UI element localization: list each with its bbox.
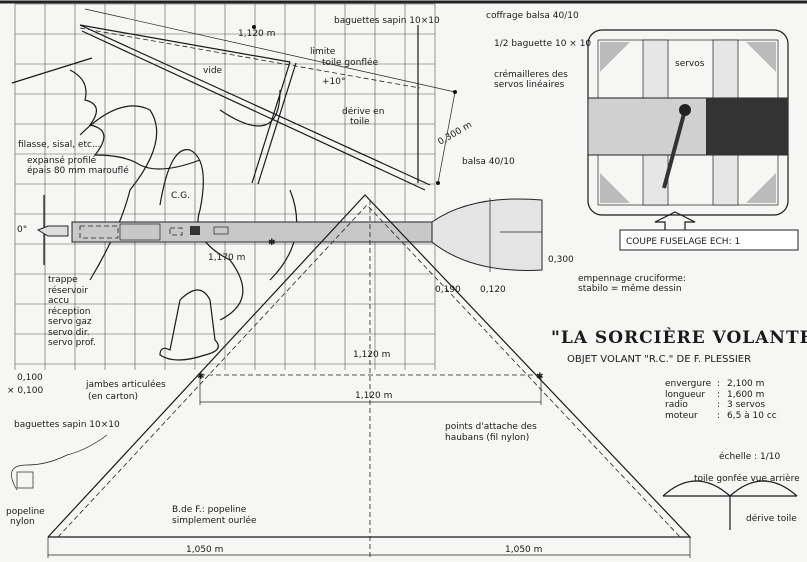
svg-text:✱: ✱ <box>268 238 276 248</box>
derive-label: dérive en <box>342 106 384 117</box>
part-label: accu <box>48 296 69 306</box>
cremailleres-label-2: servos linéaires <box>494 79 565 90</box>
popeline-label-2: nylon <box>10 517 35 527</box>
spec-label: radio <box>665 400 688 410</box>
rear-view-label: toile gonfée vue arrière <box>694 473 800 484</box>
scale-label: échelle : 1/10 <box>719 451 781 462</box>
expanse-label-2: épais 80 mm marouflé <box>27 165 129 176</box>
leading-edge-detail <box>11 434 108 491</box>
dim-wing-height: 1,120 m <box>353 350 390 360</box>
parts-list: trappe réservoir accu réception servo ga… <box>48 275 96 348</box>
expanse-label: expansé profilé <box>27 155 97 166</box>
svg-text:✱: ✱ <box>536 372 544 382</box>
angle-label: +10° <box>322 77 346 87</box>
limite-label: limite <box>310 47 336 57</box>
spec-value: 3 servos <box>727 400 765 410</box>
derive-label-2: toile <box>350 117 370 127</box>
spec-value: 6,5 à 10 cc <box>727 411 777 421</box>
fuselage <box>36 195 543 272</box>
cg-label: C.G. <box>171 191 190 201</box>
plan-title: "LA SORCIÈRE VOLANTE" <box>551 327 807 348</box>
grid-scale-label: 0,100 <box>17 373 43 383</box>
cremailleres-label: crémailleres des <box>494 69 568 80</box>
svg-text::: : <box>717 379 720 389</box>
coffrage-label: coffrage balsa 40/10 <box>486 11 579 21</box>
points-attache-label: points d'attache des <box>445 422 537 432</box>
dim-fin-height: 0,300 m <box>437 120 474 147</box>
bdef-label: B.de F.: popeline <box>172 505 247 515</box>
dim-fuselage: 1,170 m <box>208 253 245 263</box>
wing-baguettes-label: baguettes sapin 10×10 <box>14 420 120 430</box>
jambes-label: jambes articulées <box>85 379 166 390</box>
side-view <box>11 8 457 361</box>
grid-scale-label-2: × 0,100 <box>7 386 43 396</box>
spec-value: 2,100 m <box>727 379 764 389</box>
filasse-label: filasse, sisal, etc... <box>18 140 101 150</box>
dim-tail-height: 0,300 <box>548 255 574 265</box>
servos-label: servos <box>675 59 705 69</box>
demi-baguette-label: 1/2 baguette 10 × 10 <box>494 39 591 49</box>
wing-plan: ✱ ✱ ✱ <box>47 194 692 560</box>
svg-text::: : <box>717 411 720 421</box>
rear-derive-label: dérive toile <box>746 513 797 524</box>
svg-text::: : <box>717 400 720 410</box>
part-label: réception <box>48 306 90 317</box>
empennage-label-2: stabilo = même dessin <box>578 283 682 294</box>
dim-tail-a: 0,190 <box>435 285 461 295</box>
jambes-label-2: (en carton) <box>88 392 138 402</box>
part-label: réservoir <box>48 285 88 296</box>
fuselage-section <box>587 29 799 251</box>
dim-wing-side: 1,120 m <box>238 29 275 39</box>
bdef-label-2: simplement ourlée <box>172 515 257 526</box>
points-attache-label-2: haubans (fil nylon) <box>445 433 529 443</box>
spec-label: longueur <box>665 390 705 400</box>
labels: "LA SORCIÈRE VOLANTE" OBJET VOLANT "R.C.… <box>6 11 807 555</box>
spec-label: envergure <box>665 379 712 389</box>
dim-tail-b: 0,120 <box>480 285 506 295</box>
popeline-label: popeline <box>6 507 45 517</box>
dim-base-left: 1,050 m <box>186 545 223 555</box>
grid <box>14 3 436 370</box>
spec-label: moteur <box>665 411 698 421</box>
spec-value: 1,600 m <box>727 390 764 400</box>
part-label: trappe <box>48 275 78 285</box>
spar-section-detail <box>16 471 34 489</box>
spec-list: envergure:2,100 m longueur:1,600 m radio… <box>665 379 777 421</box>
section-caption: COUPE FUSELAGE ECH: 1 <box>626 237 740 247</box>
vide-label: vide <box>203 66 223 76</box>
part-label: servo dir. <box>48 328 90 338</box>
baguettes-label: baguettes sapin 10×10 <box>334 16 440 26</box>
dim-wing-mid: 1,120 m <box>355 391 392 401</box>
toile-gonflee-label: toile gonflée <box>322 57 379 68</box>
dim-base-right: 1,050 m <box>505 545 542 555</box>
balsa-label: balsa 40/10 <box>462 157 515 167</box>
part-label: servo prof. <box>48 338 96 348</box>
part-label: servo gaz <box>48 317 92 327</box>
plan-subtitle: OBJET VOLANT "R.C." DE F. PLESSIER <box>567 354 751 365</box>
rear-view <box>662 480 798 530</box>
zero-angle-label: 0° <box>17 225 27 235</box>
svg-text::: : <box>717 390 720 400</box>
svg-text:✱: ✱ <box>197 372 205 382</box>
empennage-label: empennage cruciforme: <box>578 274 686 284</box>
